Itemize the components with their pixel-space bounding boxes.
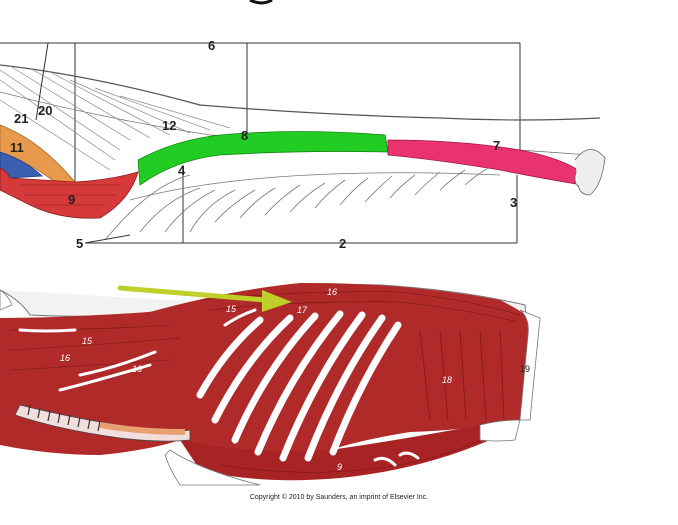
bottom-diagram: 16 15 17 15 16 16 18 19 9 xyxy=(0,282,541,486)
muscle-9-red xyxy=(0,167,139,219)
label-16-top: 16 xyxy=(327,287,337,297)
label-4: 4 xyxy=(178,163,186,178)
label-2: 2 xyxy=(339,236,346,251)
label-8: 8 xyxy=(241,128,248,143)
label-3: 3 xyxy=(510,195,517,210)
label-17: 17 xyxy=(297,305,308,315)
label-21: 21 xyxy=(14,111,28,126)
muscle-8-green xyxy=(137,131,389,186)
label-16-left: 16 xyxy=(60,353,70,363)
label-9-bottom: 9 xyxy=(337,462,342,472)
label-15-left: 15 xyxy=(82,336,93,346)
label-11: 11 xyxy=(10,140,24,155)
label-6: 6 xyxy=(208,38,215,53)
label-5: 5 xyxy=(76,236,83,251)
muscle-7-pink xyxy=(387,139,579,185)
title-fragment xyxy=(249,0,273,5)
top-diagram: 6 20 21 11 12 8 7 4 9 3 5 2 xyxy=(0,38,606,251)
label-7: 7 xyxy=(493,138,500,153)
label-20: 20 xyxy=(38,103,52,118)
label-15-top: 15 xyxy=(226,304,237,314)
label-19: 19 xyxy=(520,364,530,374)
label-16-mid: 16 xyxy=(132,364,142,374)
label-9-top: 9 xyxy=(68,192,75,207)
label-18: 18 xyxy=(442,375,452,385)
label-12: 12 xyxy=(162,118,176,133)
pointer-arrow-icon xyxy=(117,285,292,312)
copyright-notice: Copyright © 2010 by Saunders, an imprint… xyxy=(249,494,429,501)
